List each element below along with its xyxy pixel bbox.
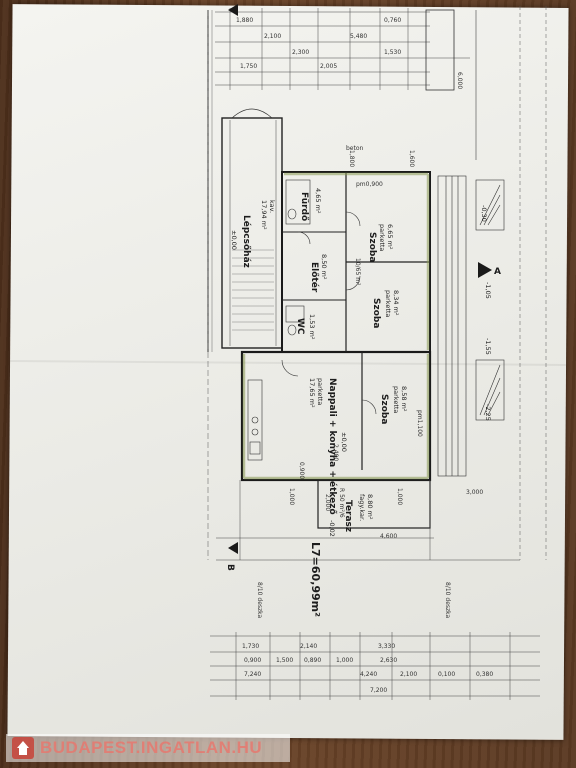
dim-bottom-1: 1,730 bbox=[242, 643, 259, 650]
house-logo-icon bbox=[12, 737, 34, 759]
room-3-label: Szoba bbox=[379, 394, 389, 424]
note-7: R 50 m²/6 bbox=[338, 488, 345, 518]
dim-top-6: 1,530 bbox=[384, 49, 401, 56]
room-hall-label: Előtér bbox=[309, 262, 320, 293]
room-terrace-floor: fagy.kar. bbox=[358, 494, 366, 521]
bath-fixtures bbox=[285, 179, 311, 336]
room-2-area: 8,34 m² bbox=[392, 290, 400, 316]
note-2: pm1,100 bbox=[416, 410, 423, 437]
dim-side-9: 2,000 bbox=[324, 494, 331, 511]
room-stair-note: kav. bbox=[268, 200, 276, 213]
room-bath-label: Fürdő bbox=[299, 192, 309, 221]
room-2-floor: parketta bbox=[384, 290, 392, 317]
dim-side-3: 1,600 bbox=[408, 150, 415, 167]
room-2-label: Szoba bbox=[371, 298, 381, 328]
room-wc-area: 1,53 m² bbox=[308, 314, 316, 340]
total-area-label: L7=60,99m² bbox=[309, 542, 322, 617]
height-2: -0,02 bbox=[328, 520, 336, 537]
height-4: -1,05 bbox=[484, 282, 492, 299]
dim-top-9: 5,480 bbox=[350, 33, 367, 40]
room-terrace-area: 8,80 m² bbox=[366, 494, 374, 520]
dim-bottom-2: 3,330 bbox=[378, 643, 395, 650]
room-bath-area: 4,65 m² bbox=[314, 188, 322, 214]
note-3: 8/10 deszka bbox=[256, 582, 263, 619]
dim-top-8: 6,000 bbox=[456, 72, 463, 89]
height-6: -2,25 bbox=[484, 404, 492, 421]
stair-block: Lépcsőház 17,94 m² kav. bbox=[221, 108, 283, 349]
dim-bottom-12: 2,100 bbox=[400, 671, 417, 678]
exterior-stair bbox=[437, 175, 505, 477]
height-1: ±0,00 bbox=[230, 230, 238, 250]
dim-top-2: 2,100 bbox=[264, 33, 281, 40]
dim-side-7: 4,600 bbox=[380, 533, 397, 540]
note-4: 8/10 deszka bbox=[444, 582, 451, 619]
height-3: -0,30 bbox=[480, 205, 488, 222]
note-1: pm0,900 bbox=[356, 181, 383, 188]
room-hall-area: 8,50 m² bbox=[320, 254, 328, 280]
section-marker-a: A bbox=[478, 262, 501, 278]
dim-top-5: 0,760 bbox=[384, 17, 401, 24]
dim-side-8: 1,000 bbox=[396, 488, 403, 505]
svg-text:B: B bbox=[225, 564, 235, 571]
dim-bottom-4: 1,500 bbox=[276, 657, 293, 664]
dim-bottom-5: 0,890 bbox=[304, 657, 321, 664]
room-1-floor: parketta bbox=[378, 224, 386, 251]
room-wc-label: WC bbox=[295, 318, 305, 335]
dim-side-2: 2,400 bbox=[332, 444, 339, 461]
dim-bottom-7: 0,900 bbox=[244, 657, 261, 664]
dim-bottom-10: 4,240 bbox=[360, 671, 377, 678]
room-3-area: 8,58 m² bbox=[400, 386, 408, 412]
dim-bottom-6: 1,000 bbox=[336, 657, 353, 664]
kitchen-fixtures bbox=[247, 379, 263, 461]
svg-text:A: A bbox=[494, 267, 501, 277]
section-marker-a-top bbox=[228, 4, 238, 16]
room-stair-area: 17,94 m² bbox=[260, 200, 268, 230]
dim-bottom-8: 2,630 bbox=[380, 657, 397, 664]
room-1-label: Szoba bbox=[367, 232, 377, 262]
watermark-banner: BUDAPEST.INGATLAN.HU bbox=[6, 734, 290, 762]
dim-top-4: 2,005 bbox=[320, 63, 337, 70]
room-living-area: 17,65 m² bbox=[308, 378, 316, 408]
room-terrace-label: Terasz bbox=[343, 500, 353, 532]
section-marker-b: B bbox=[225, 542, 238, 571]
dim-bottom-13: 0,380 bbox=[476, 671, 493, 678]
dim-bottom-9: 7,240 bbox=[244, 671, 261, 678]
room-3-floor: parketta bbox=[392, 386, 400, 413]
note-6: 10/65 m² bbox=[354, 258, 361, 286]
room-stair-label: Lépcsőház bbox=[241, 215, 252, 268]
dim-side-5: 0,900 bbox=[298, 462, 305, 479]
dim-top-7: 1,750 bbox=[240, 63, 257, 70]
room-living-label: Nappali + konyha + étkező bbox=[327, 378, 338, 515]
room-1-area: 6,65 m² bbox=[386, 224, 394, 250]
note-5: beton bbox=[346, 145, 364, 152]
height-5: -1,55 bbox=[484, 338, 492, 355]
dim-side-6: 3,000 bbox=[466, 489, 483, 496]
dim-top-3: 2,300 bbox=[292, 49, 309, 56]
dim-side-1: 1,800 bbox=[348, 150, 355, 167]
dim-bottom-3: 2,140 bbox=[300, 643, 317, 650]
dim-top-1: 1,880 bbox=[236, 17, 253, 24]
dim-side-4: 1,000 bbox=[288, 488, 295, 505]
dim-bottom-11: 0,100 bbox=[438, 671, 455, 678]
room-living-floor: parketta bbox=[316, 378, 324, 405]
dim-bottom-14: 7,200 bbox=[370, 687, 387, 694]
watermark-text: BUDAPEST.INGATLAN.HU bbox=[40, 738, 263, 757]
height-7: ±0,00 bbox=[340, 432, 348, 452]
